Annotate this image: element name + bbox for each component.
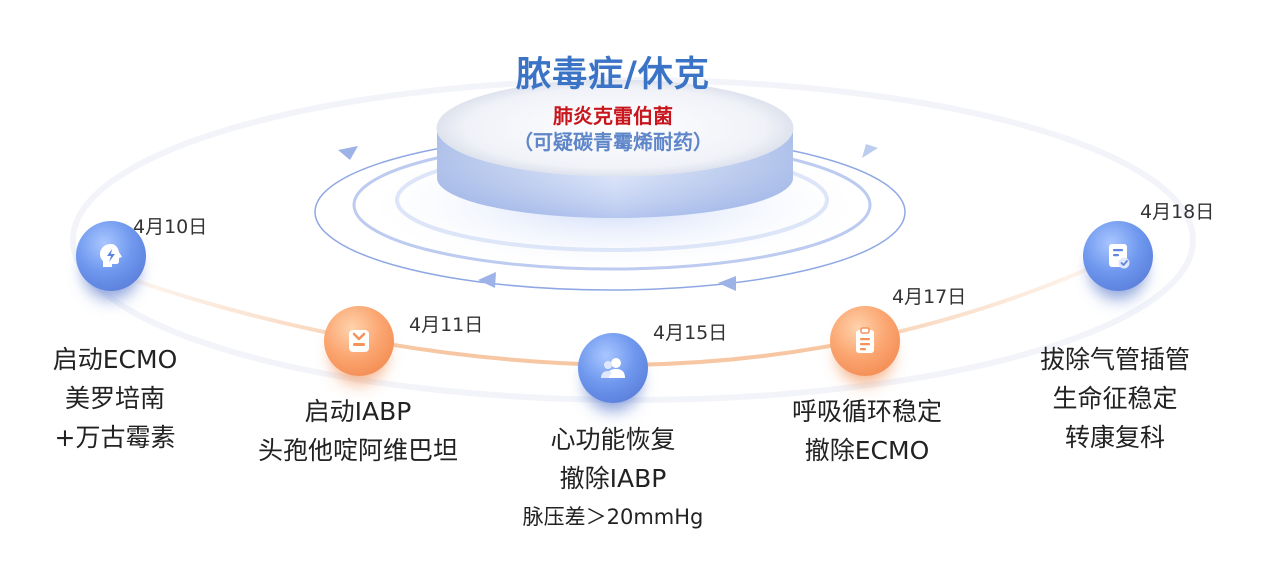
event-5-line-2: 生命征稳定: [1052, 384, 1178, 413]
platform-top: [436, 79, 794, 177]
event-1-line-1: 启动ECMO: [52, 345, 178, 374]
event-3-line-2: 撤除IABP: [559, 464, 667, 493]
event-1-node: [76, 221, 146, 291]
event-1-line-2: 美罗培南: [64, 384, 165, 413]
event-4-node: [830, 306, 900, 376]
event-3-line-1: 心功能恢复: [550, 425, 676, 454]
center-note: （可疑碳青霉烯耐药）: [513, 130, 713, 154]
ring-arrow-upper-left: [338, 146, 358, 160]
clipboard-icon: [856, 327, 874, 353]
event-4-line-2: 撤除ECMO: [804, 436, 930, 465]
event-2-line-2: 头孢他啶阿维巴坦: [257, 436, 458, 465]
users-icon: [601, 358, 625, 378]
event-5-label: 拔除气管插管 生命征稳定 转康复科: [990, 340, 1240, 457]
event-3-date: 4月15日: [653, 322, 728, 344]
event-5-node: [1083, 221, 1153, 291]
event-1-label: 启动ECMO 美罗培南 +万古霉素: [20, 340, 210, 457]
event-5-line-3: 转康复科: [1064, 423, 1165, 452]
event-2-line-1: 启动IABP: [304, 397, 412, 426]
event-1-line-3: +万古霉素: [54, 423, 176, 452]
event-3-label: 心功能恢复 撤除IABP 脉压差＞20mmHg: [483, 420, 743, 537]
event-5-date: 4月18日: [1140, 201, 1215, 223]
head-lightning-icon: [100, 244, 122, 267]
center-pathogen: 肺炎克雷伯菌: [553, 104, 673, 128]
ring-arrow-lower-right: [718, 276, 736, 291]
ring-arrow-lower-left: [478, 272, 496, 288]
event-4-label: 呼吸循环稳定 撤除ECMO: [742, 392, 992, 470]
event-2-date: 4月11日: [409, 314, 484, 336]
checklist-icon: [1109, 244, 1130, 269]
event-4-line-1: 呼吸循环稳定: [791, 397, 942, 426]
event-2-label: 启动IABP 头孢他啶阿维巴坦: [228, 392, 488, 470]
event-3-line-3: 脉压差＞20mmHg: [522, 505, 704, 529]
badge-icon: [349, 330, 369, 352]
center-title: 脓毒症/休克: [516, 55, 710, 95]
event-4-date: 4月17日: [892, 286, 967, 308]
event-3-node: [578, 333, 648, 403]
event-5-line-1: 拔除气管插管: [1039, 345, 1190, 374]
event-1-date: 4月10日: [133, 216, 208, 238]
ring-arrow-upper-right: [862, 144, 878, 158]
event-2-node: [324, 306, 394, 376]
